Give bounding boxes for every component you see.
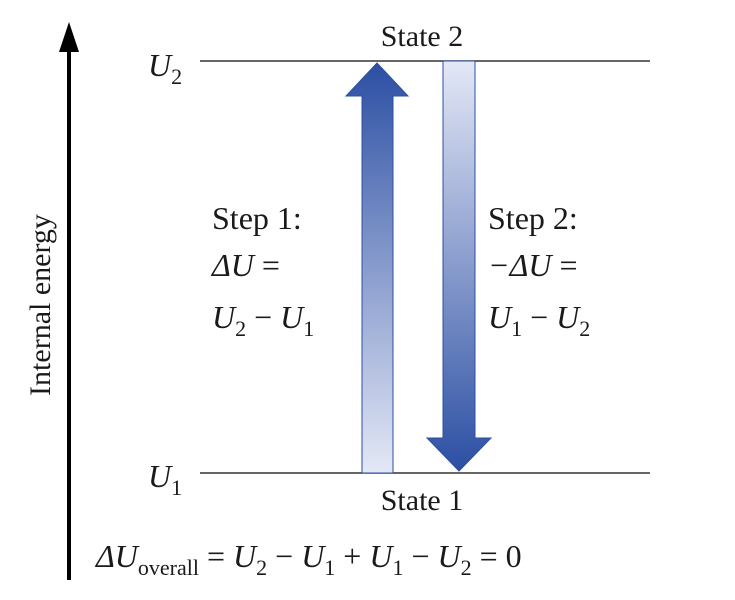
step-1-title: Step 1: [212, 200, 302, 236]
axis-arrowhead [59, 22, 79, 52]
step-2-title: Step 2: [488, 200, 578, 236]
overall-equation: ΔUoverall = U2 − U1 + U1 − U2 = 0 [94, 538, 522, 580]
u2-level-label: U2 [148, 47, 182, 89]
state-2-label: State 2 [381, 20, 464, 53]
step-2-line2: −ΔU = [488, 247, 578, 283]
step-2-line3: U1 − U2 [488, 299, 590, 341]
internal-energy-axis [59, 22, 79, 580]
step-1-up-arrow [344, 62, 410, 474]
step-1-line2: ΔU = [210, 247, 280, 283]
step-1-line3: U2 − U1 [212, 299, 314, 341]
step-2-down-arrow [425, 60, 493, 472]
axis-label: Internal energy [24, 214, 57, 396]
state-1-label: State 1 [381, 484, 464, 517]
u1-level-label: U1 [148, 458, 182, 500]
